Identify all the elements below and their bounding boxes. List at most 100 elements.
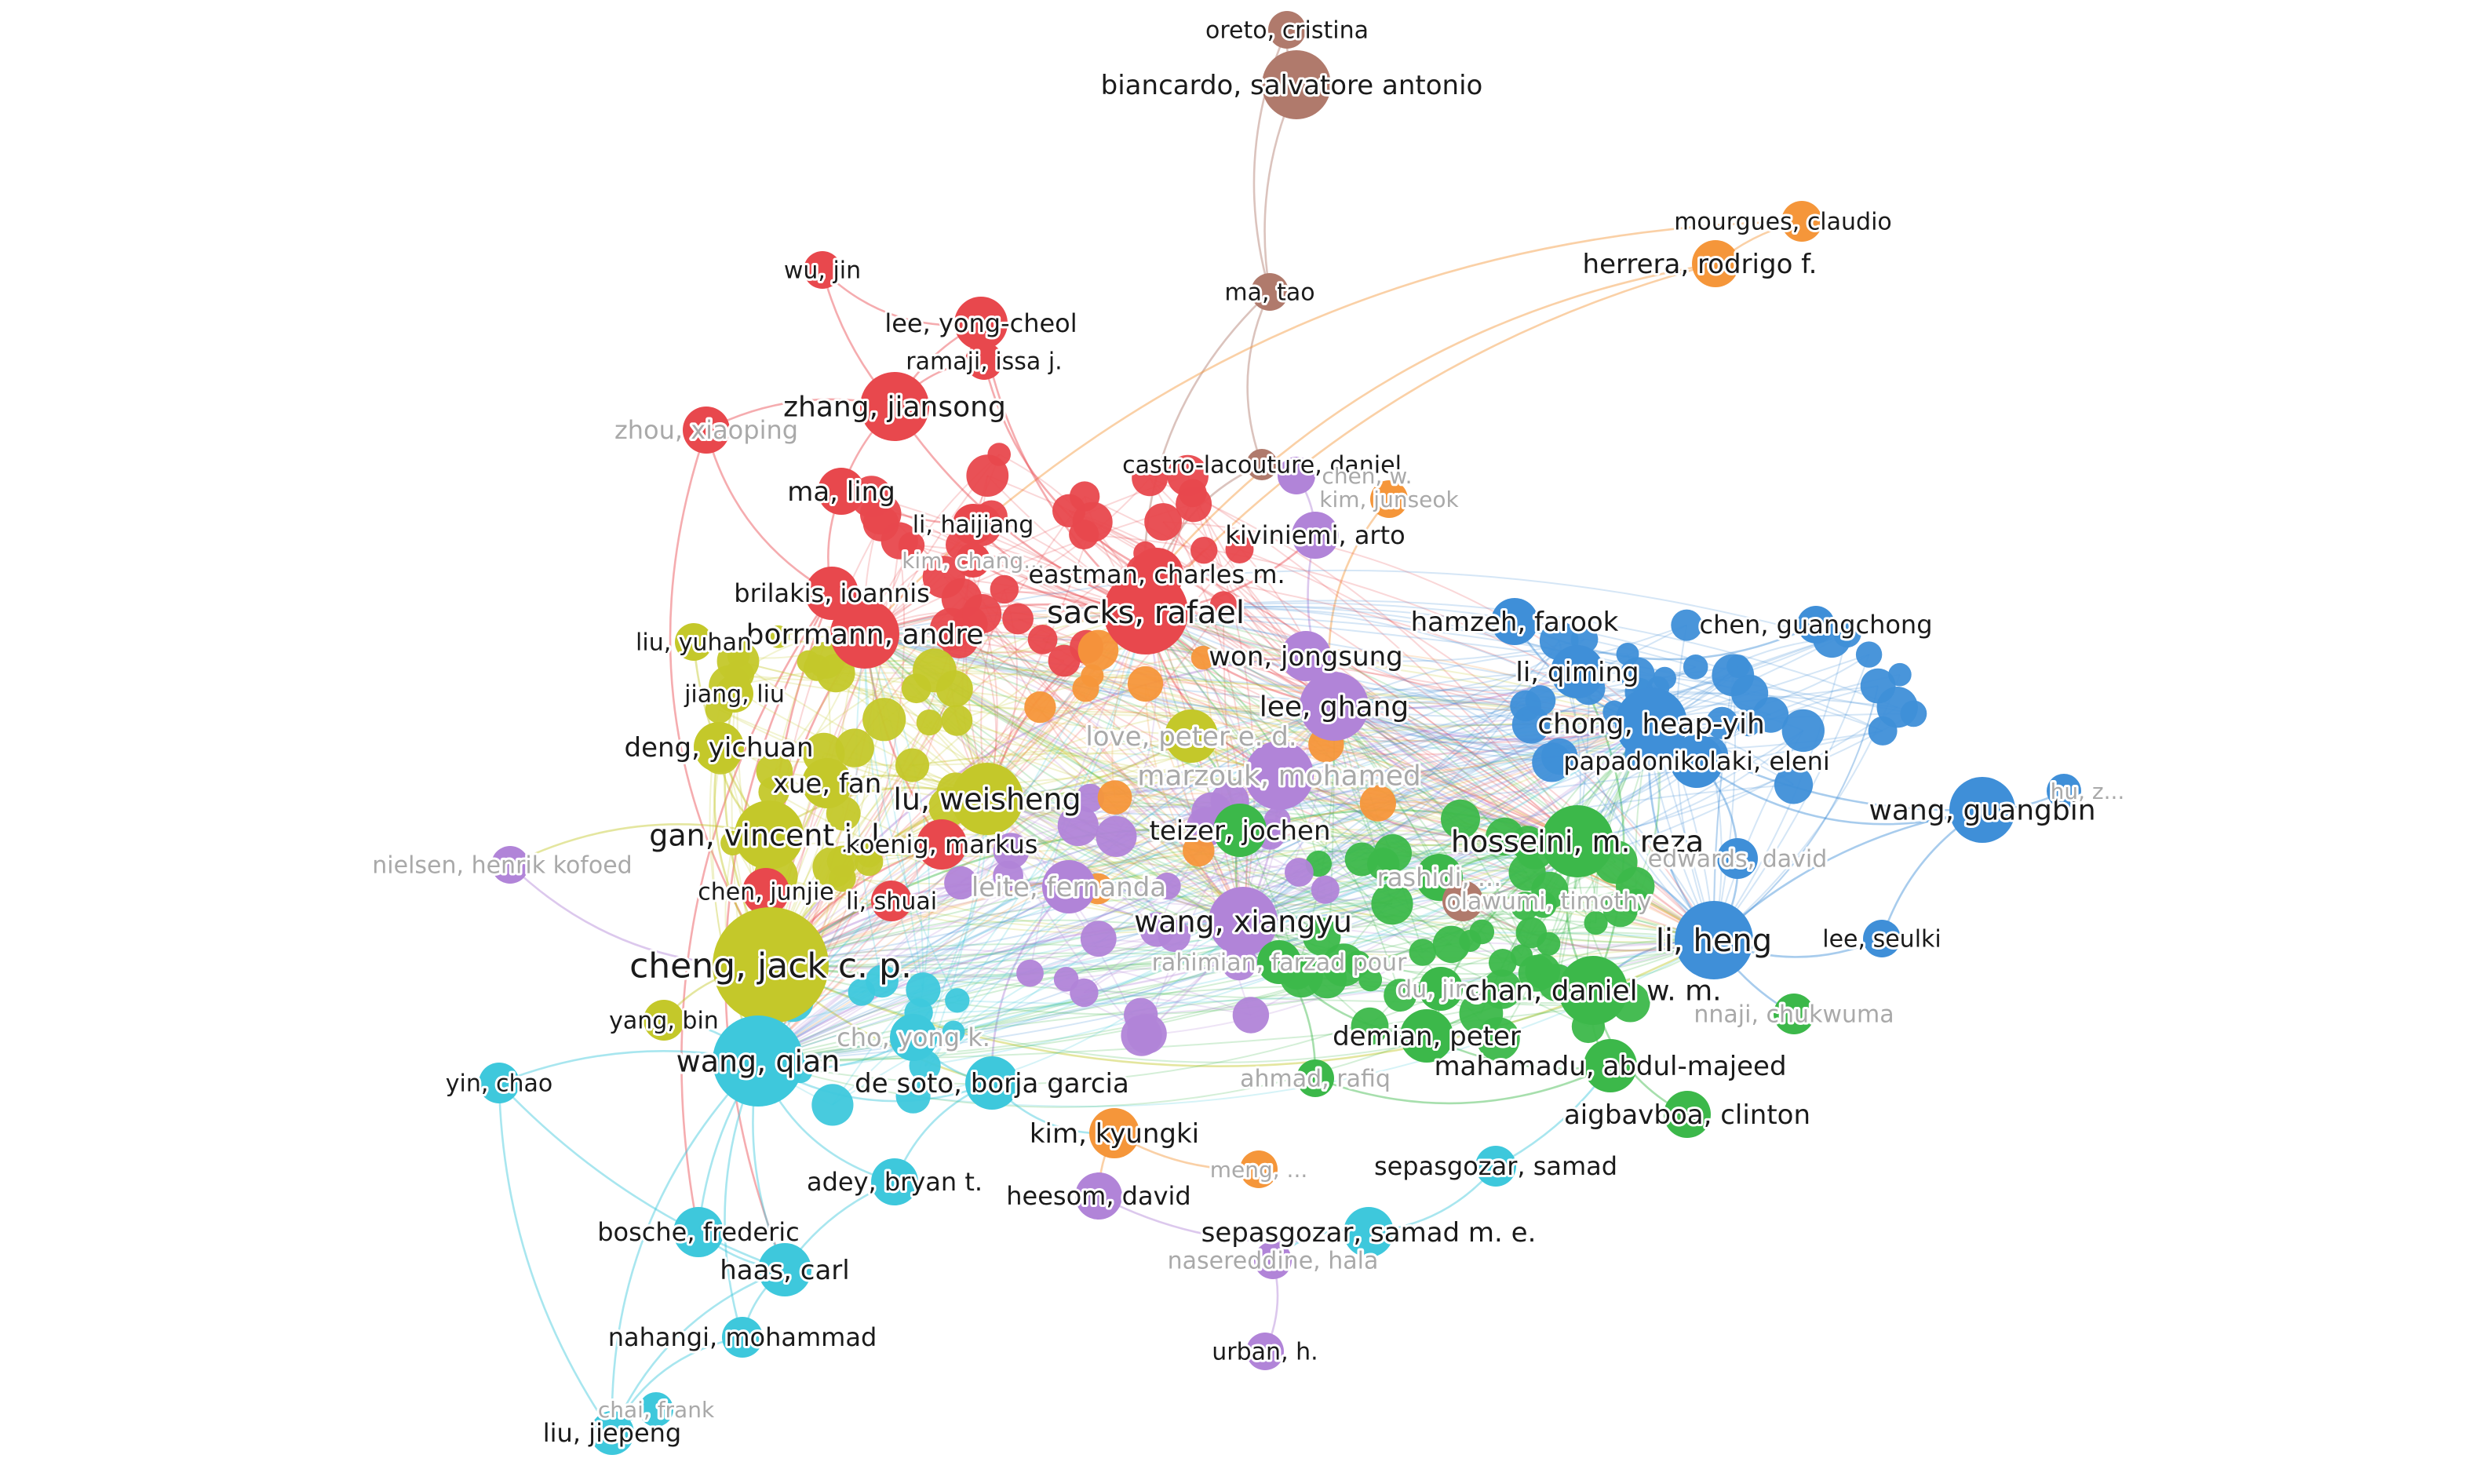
author-node-castro[interactable] xyxy=(1246,449,1278,480)
author-node-leeyc[interactable] xyxy=(954,297,1008,350)
unlabeled-author-node[interactable] xyxy=(1183,834,1215,867)
unlabeled-author-node[interactable] xyxy=(1077,629,1119,671)
author-node-wangguang[interactable] xyxy=(1949,777,2015,843)
author-node-nasser[interactable] xyxy=(1254,1242,1292,1279)
unlabeled-author-node[interactable] xyxy=(1432,925,1471,964)
author-node-aigbavboa[interactable] xyxy=(1664,1091,1711,1138)
author-node-chonghy[interactable] xyxy=(1615,687,1687,760)
author-node-xuefan[interactable] xyxy=(802,758,852,808)
unlabeled-author-node[interactable] xyxy=(816,654,855,693)
unlabeled-author-node[interactable] xyxy=(811,1084,854,1126)
unlabeled-author-node[interactable] xyxy=(1344,950,1371,977)
unlabeled-author-node[interactable] xyxy=(1705,706,1738,739)
author-node-leite[interactable] xyxy=(1042,860,1096,913)
unlabeled-author-node[interactable] xyxy=(1190,645,1216,670)
author-node-koenig[interactable] xyxy=(917,819,967,870)
author-node-chaif[interactable] xyxy=(639,1392,673,1427)
author-node-chenw[interactable] xyxy=(1278,457,1315,494)
author-node-herrera[interactable] xyxy=(1692,240,1739,287)
author-node-papadon[interactable] xyxy=(1670,735,1723,788)
author-node-jiangliu[interactable] xyxy=(716,675,753,713)
unlabeled-author-node[interactable] xyxy=(1057,804,1099,847)
author-node-yinchao[interactable] xyxy=(479,1063,520,1103)
author-node-chenguang[interactable] xyxy=(1797,606,1835,644)
unlabeled-author-node[interactable] xyxy=(1530,891,1557,918)
unlabeled-author-node[interactable] xyxy=(962,594,1002,634)
author-node-nielsen[interactable] xyxy=(491,846,529,884)
unlabeled-author-node[interactable] xyxy=(1373,834,1413,873)
unlabeled-author-node[interactable] xyxy=(1726,654,1750,678)
author-node-demian[interactable] xyxy=(1400,1009,1453,1063)
author-node-haas[interactable] xyxy=(758,1243,811,1296)
unlabeled-author-node[interactable] xyxy=(916,709,942,736)
unlabeled-author-node[interactable] xyxy=(1832,619,1861,648)
author-node-leeseulki[interactable] xyxy=(1863,920,1901,957)
author-node-heesom[interactable] xyxy=(1075,1172,1122,1220)
unlabeled-author-node[interactable] xyxy=(1132,460,1168,497)
author-node-dujing[interactable] xyxy=(1419,967,1463,1011)
unlabeled-author-node[interactable] xyxy=(1024,691,1056,724)
unlabeled-author-node[interactable] xyxy=(1525,685,1556,716)
unlabeled-author-node[interactable] xyxy=(862,698,906,742)
author-node-sepasgozarme[interactable] xyxy=(1344,1207,1394,1257)
unlabeled-author-node[interactable] xyxy=(1671,609,1703,641)
unlabeled-author-node[interactable] xyxy=(881,522,918,560)
unlabeled-author-node[interactable] xyxy=(1053,967,1079,992)
author-node-mourgues[interactable] xyxy=(1781,201,1822,242)
author-node-dengyc[interactable] xyxy=(694,722,744,772)
author-node-liqiming[interactable] xyxy=(1551,645,1604,698)
unlabeled-author-node[interactable] xyxy=(1016,959,1044,987)
author-node-lovepe[interactable] xyxy=(1165,709,1218,763)
author-node-kimchangh[interactable] xyxy=(956,543,990,578)
author-node-chengjcp[interactable] xyxy=(713,907,829,1023)
unlabeled-author-node[interactable] xyxy=(1476,1017,1520,1061)
author-node-ahmad[interactable] xyxy=(1296,1059,1334,1097)
author-node-urban[interactable] xyxy=(1246,1333,1284,1370)
unlabeled-author-node[interactable] xyxy=(1002,603,1034,635)
unlabeled-author-node[interactable] xyxy=(993,833,1030,870)
author-node-liuyuhan[interactable] xyxy=(675,623,713,661)
unlabeled-author-node[interactable] xyxy=(1482,969,1522,1009)
unlabeled-author-node[interactable] xyxy=(966,454,1009,497)
author-node-nahangi[interactable] xyxy=(722,1317,763,1358)
unlabeled-author-node[interactable] xyxy=(1158,919,1191,953)
unlabeled-author-node[interactable] xyxy=(1774,765,1814,804)
unlabeled-author-node[interactable] xyxy=(1489,949,1517,977)
unlabeled-author-node[interactable] xyxy=(906,972,941,1008)
unlabeled-author-node[interactable] xyxy=(990,574,1019,604)
author-node-hosseini[interactable] xyxy=(1541,805,1613,877)
unlabeled-author-node[interactable] xyxy=(1075,783,1105,813)
unlabeled-author-node[interactable] xyxy=(1602,891,1638,928)
author-node-kiviniemi[interactable] xyxy=(1292,512,1339,559)
author-node-luws[interactable] xyxy=(951,763,1023,835)
unlabeled-author-node[interactable] xyxy=(944,866,978,900)
unlabeled-author-node[interactable] xyxy=(1225,535,1254,563)
unlabeled-author-node[interactable] xyxy=(1190,537,1218,564)
author-node-lishuai[interactable] xyxy=(871,881,912,921)
author-node-ramaji[interactable] xyxy=(965,342,1003,380)
author-node-chenjunjie[interactable] xyxy=(742,868,789,915)
unlabeled-author-node[interactable] xyxy=(895,1078,931,1114)
author-node-adey[interactable] xyxy=(871,1158,918,1205)
unlabeled-author-node[interactable] xyxy=(826,845,859,877)
unlabeled-author-node[interactable] xyxy=(1384,979,1417,1012)
unlabeled-author-node[interactable] xyxy=(1486,817,1524,856)
unlabeled-author-node[interactable] xyxy=(1144,503,1182,541)
unlabeled-author-node[interactable] xyxy=(1096,815,1137,857)
unlabeled-author-node[interactable] xyxy=(945,988,970,1013)
unlabeled-author-node[interactable] xyxy=(859,493,902,535)
unlabeled-author-node[interactable] xyxy=(1737,713,1761,737)
author-node-mahamadu[interactable] xyxy=(1584,1039,1637,1092)
author-node-liujiepeng[interactable] xyxy=(590,1411,634,1455)
author-node-leeghang[interactable] xyxy=(1300,672,1369,741)
unlabeled-author-node[interactable] xyxy=(935,670,973,708)
author-node-kimkyungki[interactable] xyxy=(1089,1108,1139,1158)
unlabeled-author-node[interactable] xyxy=(1409,939,1437,966)
unlabeled-author-node[interactable] xyxy=(1752,697,1789,733)
unlabeled-author-node[interactable] xyxy=(1584,910,1608,935)
unlabeled-author-node[interactable] xyxy=(1072,501,1113,542)
author-node-maling[interactable] xyxy=(818,468,865,515)
unlabeled-author-node[interactable] xyxy=(1868,716,1898,746)
author-node-wonjs[interactable] xyxy=(1281,631,1331,681)
unlabeled-author-node[interactable] xyxy=(1653,666,1676,691)
